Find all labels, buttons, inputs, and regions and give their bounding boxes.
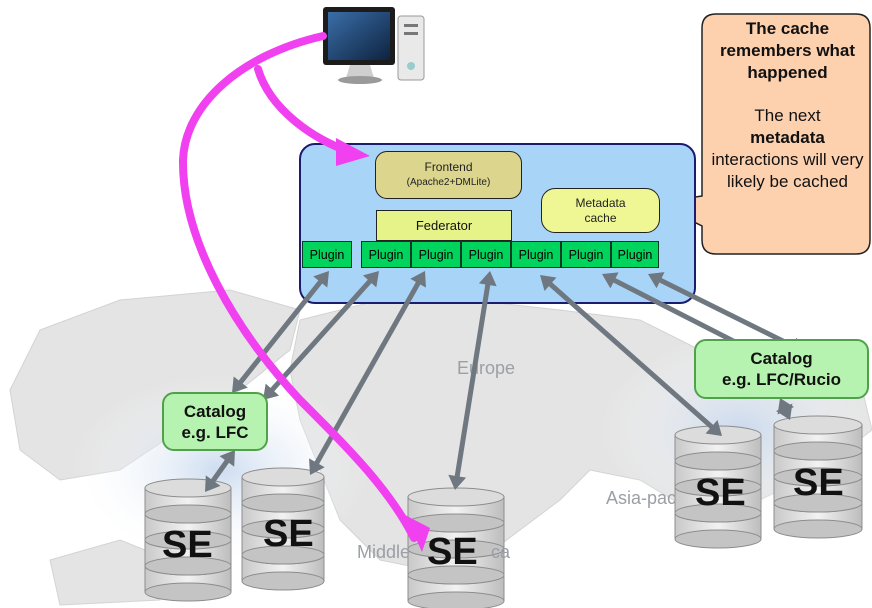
pink-arrowhead-bottom bbox=[405, 515, 430, 552]
se-label-4: SE bbox=[695, 472, 746, 514]
link-arrow-5-head-start bbox=[540, 275, 557, 292]
plugin-2: Plugin bbox=[361, 241, 411, 268]
link-arrow-2-head-end bbox=[263, 383, 280, 400]
map-label-asia: Asia-pac bbox=[606, 488, 677, 508]
link-arrow-3-head-start bbox=[410, 271, 426, 288]
pink-flow-arrow-top bbox=[254, 65, 352, 155]
link-arrow-5 bbox=[545, 279, 717, 432]
catalog-rucio-line1: Catalog bbox=[750, 349, 813, 368]
callout-body-prefix: The next bbox=[754, 106, 821, 125]
frontend-title: Frontend bbox=[424, 160, 473, 174]
map-label-middle: Middle bbox=[357, 542, 411, 562]
frontend-subtitle: (Apache2+DMLite) bbox=[406, 177, 491, 188]
database-disk-icon bbox=[407, 487, 505, 608]
callout-text: The cache remembers what happened The ne… bbox=[707, 18, 868, 193]
link-arrow-3 bbox=[312, 278, 423, 468]
plugin-5: Plugin bbox=[511, 241, 561, 268]
se-label-1: SE bbox=[162, 524, 213, 566]
metadata-cache-label-2: cache bbox=[584, 210, 617, 225]
catalog-rucio-line2: e.g. LFC/Rucio bbox=[722, 370, 841, 389]
link-arrow-4-head-start bbox=[478, 271, 497, 287]
link-arrow-5-head-end bbox=[705, 419, 722, 436]
desktop-computer-icon bbox=[323, 7, 425, 84]
database-disk-icon bbox=[674, 425, 762, 549]
link-arrow-8-head-end bbox=[205, 475, 221, 492]
database-disk-icon bbox=[773, 415, 863, 539]
federator-box: Federator bbox=[376, 210, 512, 241]
plugin-4: Plugin bbox=[461, 241, 511, 268]
frontend-box: Frontend (Apache2+DMLite) bbox=[375, 151, 522, 199]
link-arrow-8-head-start bbox=[219, 450, 235, 467]
se-label-3: SE bbox=[427, 531, 478, 573]
catalog-lfc-line2: e.g. LFC bbox=[181, 422, 249, 442]
catalog-rucio: Catalog e.g. LFC/Rucio bbox=[694, 339, 869, 399]
callout-body-bold: metadata bbox=[750, 128, 825, 147]
database-disk-icon bbox=[144, 478, 232, 602]
database-disk-icon bbox=[241, 467, 325, 591]
link-arrow-2 bbox=[267, 276, 375, 395]
pink-flow-arrow bbox=[178, 32, 418, 542]
link-arrow-7 bbox=[655, 276, 798, 350]
link-arrow-4-head-end bbox=[448, 474, 467, 490]
storage-elements bbox=[144, 415, 863, 608]
federator-label: Federator bbox=[415, 218, 473, 233]
plugin-1: Plugin bbox=[302, 241, 352, 268]
link-arrow-4 bbox=[454, 280, 491, 481]
link-arrow-1-head-start bbox=[313, 271, 329, 288]
link-arrow-8 bbox=[208, 456, 232, 486]
callout-body: The next metadata interactions will very… bbox=[707, 105, 868, 193]
se-label-2: SE bbox=[263, 513, 314, 555]
link-arrow-9-head-start bbox=[777, 398, 794, 415]
catalog-lfc-line1: Catalog bbox=[183, 401, 247, 421]
map-label-africa: ca bbox=[491, 542, 511, 562]
plugin-3: Plugin bbox=[411, 241, 461, 268]
metadata-cache-box: Metadata cache bbox=[541, 188, 660, 233]
pink-arrowhead-top bbox=[336, 138, 370, 166]
callout-bubble bbox=[653, 13, 871, 255]
callout-heading: The cache remembers what happened bbox=[719, 19, 856, 82]
plugin-7: Plugin bbox=[611, 241, 659, 268]
link-arrow-7-head-start bbox=[648, 272, 665, 289]
plugin-6: Plugin bbox=[561, 241, 611, 268]
link-arrow-1 bbox=[236, 277, 325, 387]
se-label-5: SE bbox=[793, 462, 844, 504]
catalog-lfc: Catalog e.g. LFC bbox=[162, 392, 268, 451]
link-arrow-1-head-end bbox=[232, 376, 248, 393]
link-arrow-3-head-end bbox=[309, 458, 325, 475]
callout-body-suffix: interactions will very likely be cached bbox=[711, 150, 864, 191]
link-arrow-6-head-start bbox=[602, 272, 619, 289]
link-arrow-2-head-start bbox=[362, 271, 379, 288]
metadata-cache-label-1: Metadata bbox=[575, 195, 626, 210]
